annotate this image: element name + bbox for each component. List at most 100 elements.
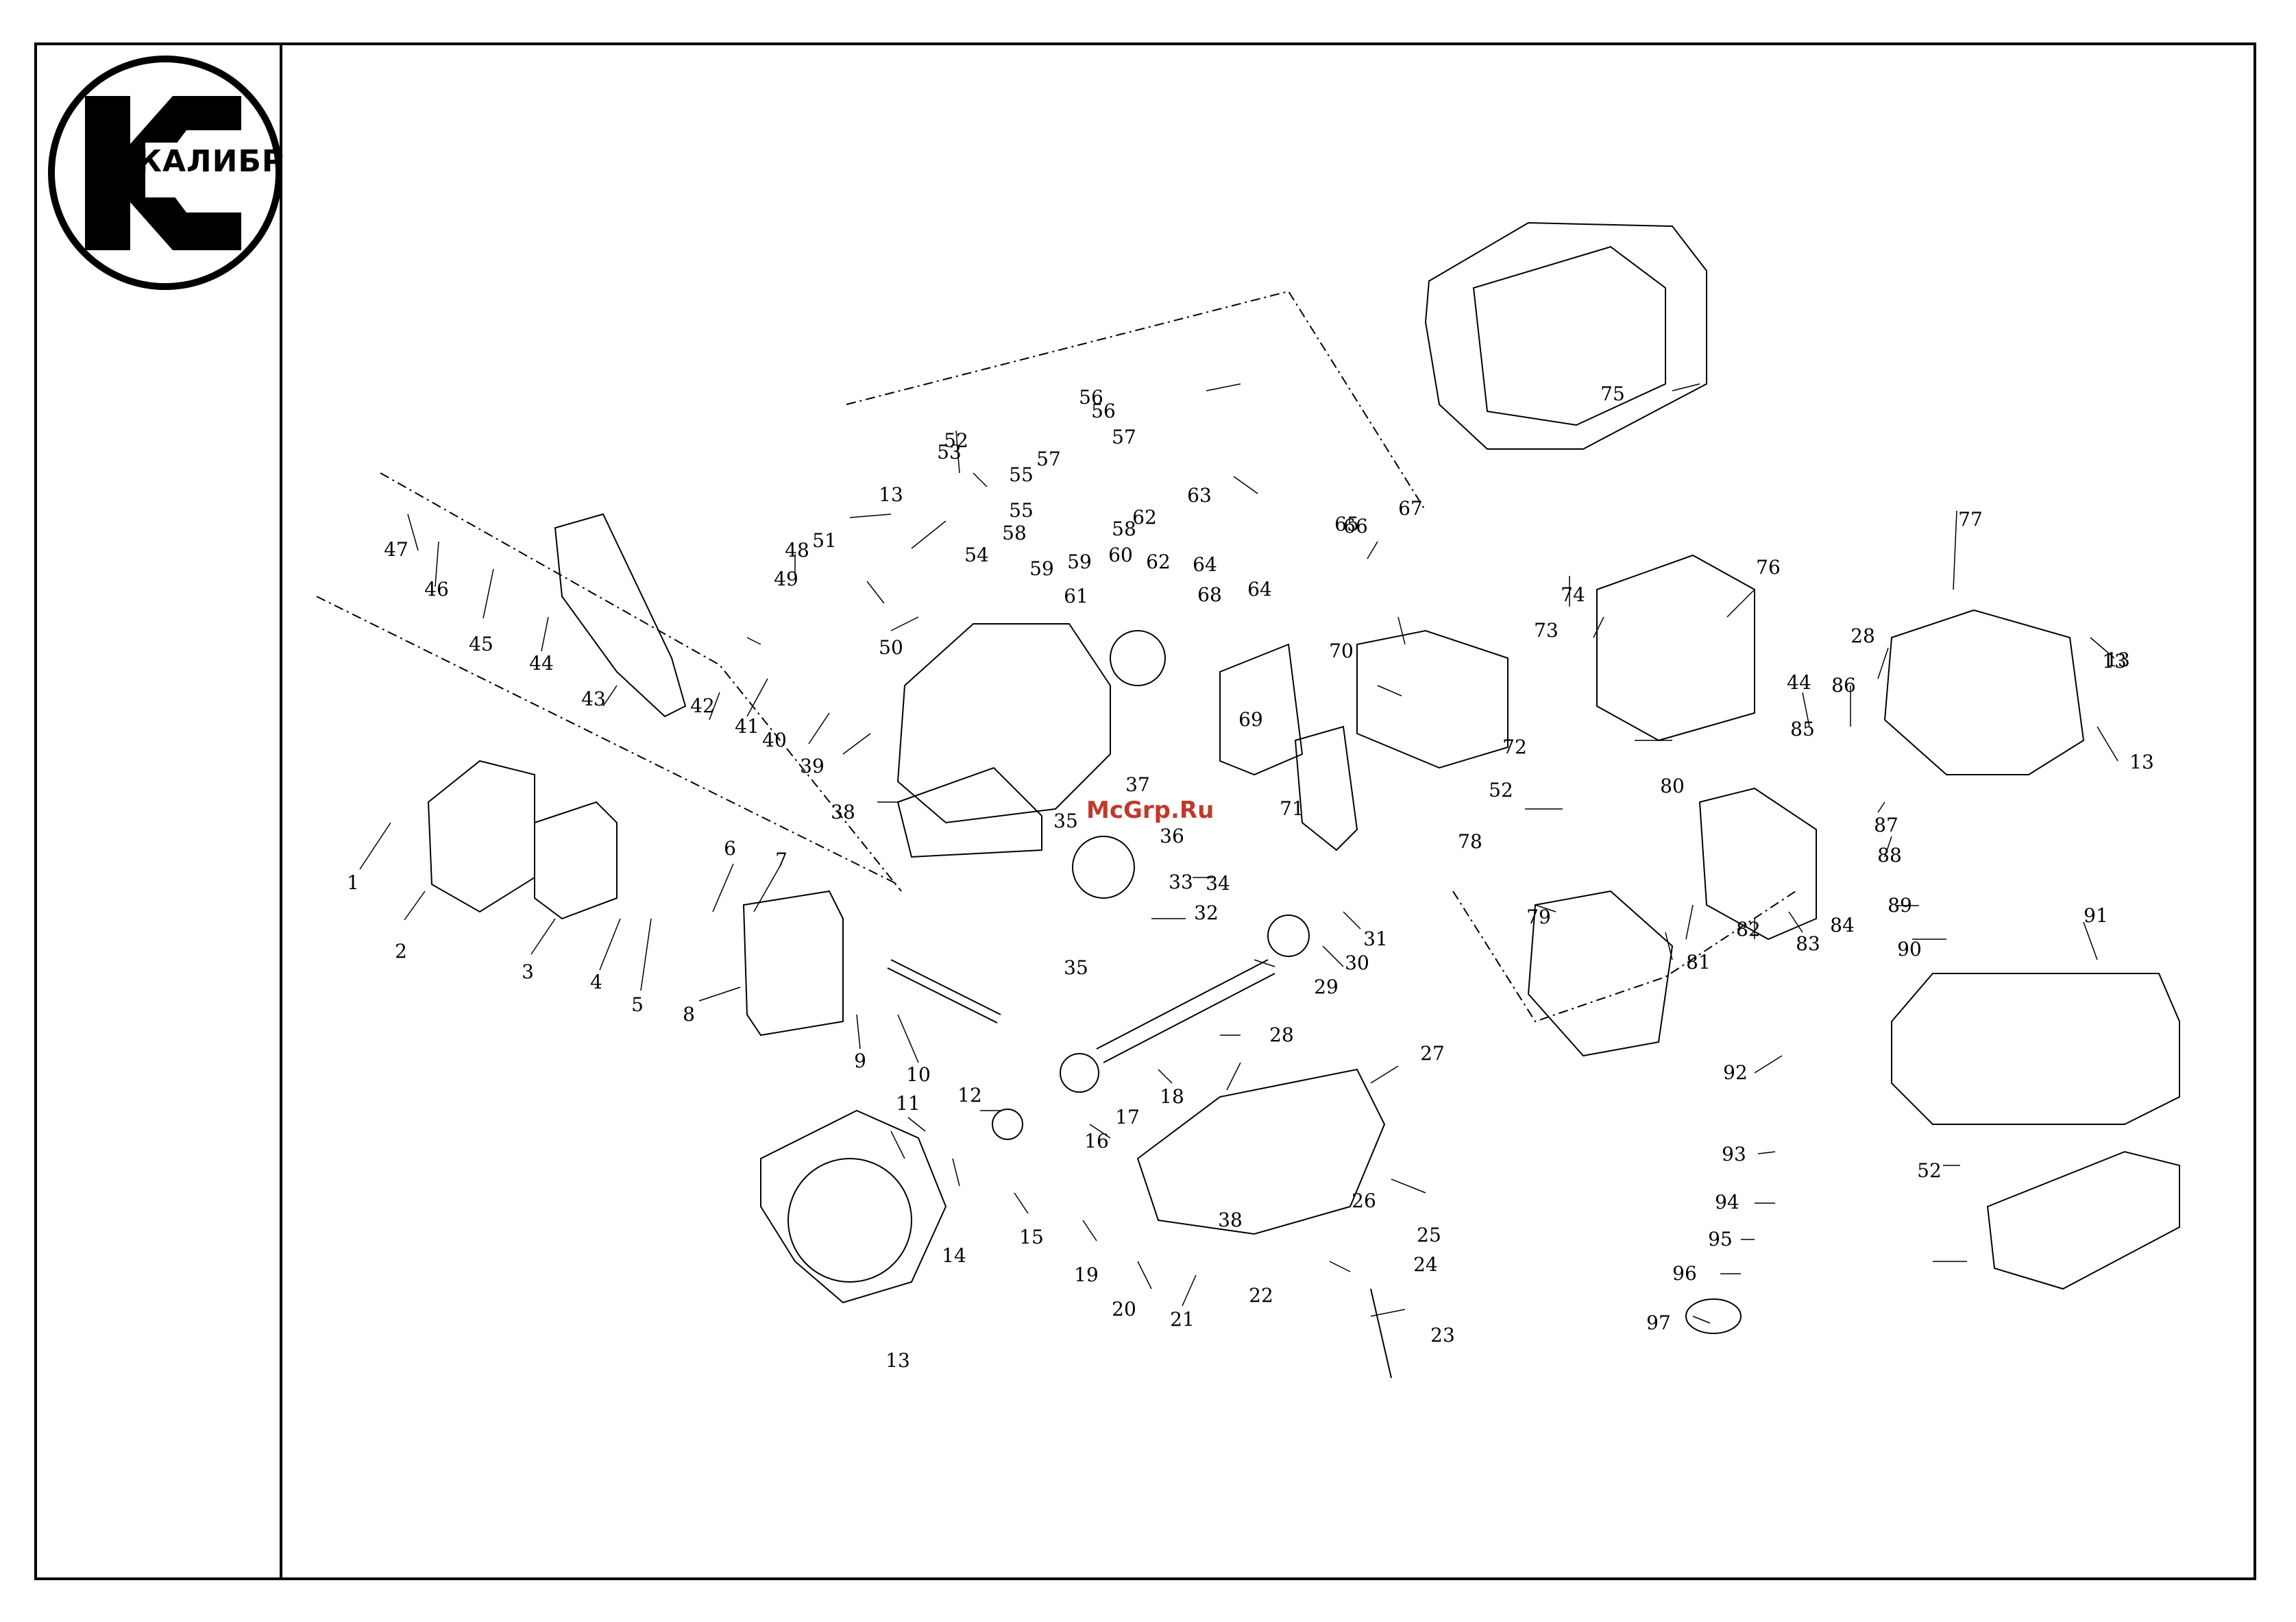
engine-cover-74 xyxy=(1424,221,1707,450)
assembly-outline-carburetor xyxy=(380,472,902,892)
part-label-44: 44 xyxy=(529,652,554,675)
part-label-68: 68 xyxy=(1197,583,1222,606)
part-label-96: 96 xyxy=(1672,1262,1697,1285)
part-label-81: 81 xyxy=(1686,951,1711,973)
part-label-56: 56 xyxy=(1091,400,1116,422)
part-label-63: 63 xyxy=(1187,484,1212,507)
assembly-outline-cylinder xyxy=(846,290,1426,511)
logo-text: КАЛИБР xyxy=(137,144,285,179)
filter-cover-2 xyxy=(427,760,535,913)
part-label-87: 87 xyxy=(1874,814,1898,836)
part-label-50: 50 xyxy=(879,636,903,659)
part-label-60: 60 xyxy=(1108,544,1133,566)
part-label-9: 9 xyxy=(854,1050,866,1072)
part-label-43: 43 xyxy=(581,688,606,710)
part-label-51: 51 xyxy=(812,529,837,552)
part-label-95: 95 xyxy=(1708,1228,1733,1250)
part-label-44: 44 xyxy=(1787,671,1811,694)
part-label-52: 52 xyxy=(944,429,968,452)
part-label-83: 83 xyxy=(1796,932,1820,955)
deflector-69 xyxy=(1219,643,1304,776)
part-label-35: 35 xyxy=(1064,956,1088,979)
part-label-58: 58 xyxy=(1002,522,1027,544)
part-label-28: 28 xyxy=(1269,1024,1294,1046)
part-label-65: 65 xyxy=(1334,513,1359,535)
base-plate-8 xyxy=(742,890,844,1037)
part-label-49: 49 xyxy=(774,568,798,590)
fan-housing-75 xyxy=(1596,554,1755,742)
part-label-57: 57 xyxy=(1112,426,1136,448)
part-label-55: 55 xyxy=(1009,499,1034,522)
part-label-56: 56 xyxy=(1079,386,1103,409)
part-label-93: 93 xyxy=(1722,1143,1746,1165)
part-label-52: 52 xyxy=(1917,1159,1942,1182)
part-label-88: 88 xyxy=(1877,844,1902,867)
part-label-38: 38 xyxy=(1218,1209,1243,1231)
part-label-13: 13 xyxy=(879,483,903,506)
filter-element-3 xyxy=(534,801,618,920)
part-label-20: 20 xyxy=(1112,1298,1136,1320)
part-label-10: 10 xyxy=(906,1063,931,1086)
part-label-52: 52 xyxy=(1489,779,1513,801)
part-label-77: 77 xyxy=(1958,508,1983,531)
part-label-41: 41 xyxy=(735,715,759,738)
part-label-45: 45 xyxy=(469,633,493,655)
clutch-82 xyxy=(1698,787,1817,941)
part-label-13: 13 xyxy=(2105,649,2130,671)
part-label-37: 37 xyxy=(1125,773,1150,796)
recoil-housing-76 xyxy=(1883,609,2085,775)
part-label-54: 54 xyxy=(964,544,989,566)
part-label-2: 2 xyxy=(395,940,407,963)
part-label-55: 55 xyxy=(1009,463,1034,486)
part-label-91: 91 xyxy=(2084,904,2108,927)
part-label-94: 94 xyxy=(1715,1191,1739,1213)
part-label-71: 71 xyxy=(1280,797,1304,820)
part-label-13: 13 xyxy=(886,1349,910,1372)
bracket-97 xyxy=(1986,1150,2180,1290)
part-label-38: 38 xyxy=(831,801,855,823)
part-label-28: 28 xyxy=(1851,625,1875,647)
part-label-18: 18 xyxy=(1160,1085,1184,1108)
heat-shield-43 xyxy=(554,513,687,718)
part-label-19: 19 xyxy=(1074,1263,1099,1286)
part-label-64: 64 xyxy=(1247,578,1272,601)
part-label-35: 35 xyxy=(1053,810,1078,832)
part-label-57: 57 xyxy=(1036,448,1061,470)
part-label-15: 15 xyxy=(1019,1226,1044,1248)
part-label-47: 47 xyxy=(384,538,408,561)
air-box-90 xyxy=(1891,973,2180,1125)
recoil-starter-11 xyxy=(760,1109,947,1304)
part-label-64: 64 xyxy=(1193,553,1217,576)
part-label-70: 70 xyxy=(1329,640,1354,662)
part-label-27: 27 xyxy=(1420,1042,1445,1065)
part-label-76: 76 xyxy=(1756,556,1781,579)
crankcase-27 xyxy=(1136,1068,1386,1235)
part-label-3: 3 xyxy=(522,960,534,983)
part-label-42: 42 xyxy=(690,694,715,717)
part-label-89: 89 xyxy=(1888,894,1912,917)
part-label-26: 26 xyxy=(1352,1189,1376,1212)
part-label-67: 67 xyxy=(1398,497,1423,520)
part-label-46: 46 xyxy=(424,578,449,601)
assembly-outline-clutch xyxy=(1452,891,1796,1023)
part-label-62: 62 xyxy=(1146,550,1171,573)
part-label-1: 1 xyxy=(347,871,359,894)
part-label-48: 48 xyxy=(785,539,809,561)
part-label-12: 12 xyxy=(957,1084,982,1106)
drawing-frame xyxy=(34,43,2256,1580)
part-label-39: 39 xyxy=(800,755,825,777)
part-label-23: 23 xyxy=(1430,1324,1455,1346)
part-label-6: 6 xyxy=(724,837,736,860)
guard-70 xyxy=(1294,725,1358,851)
watermark: McGrp.Ru xyxy=(1086,797,1214,824)
part-label-5: 5 xyxy=(631,993,644,1016)
part-label-61: 61 xyxy=(1064,585,1088,607)
part-label-78: 78 xyxy=(1458,830,1482,853)
part-label-21: 21 xyxy=(1170,1308,1195,1331)
part-label-74: 74 xyxy=(1561,583,1585,606)
part-label-22: 22 xyxy=(1249,1284,1273,1307)
part-label-66: 66 xyxy=(1343,515,1368,537)
part-label-69: 69 xyxy=(1238,708,1263,731)
part-label-59: 59 xyxy=(1067,550,1092,573)
